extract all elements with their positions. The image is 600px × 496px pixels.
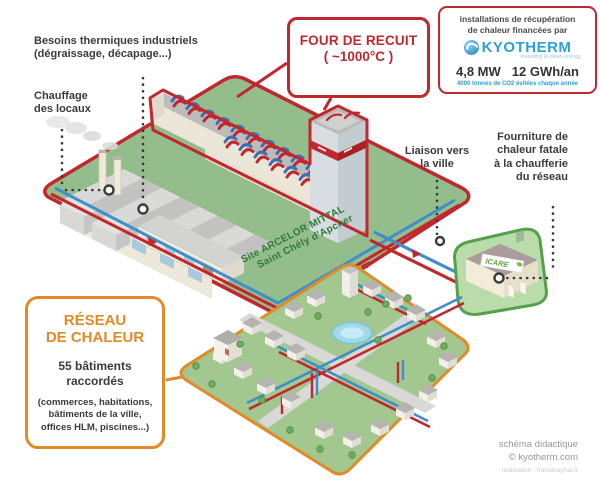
liaison-label: Liaison vers la ville xyxy=(404,145,470,171)
callout-leaders xyxy=(60,76,555,280)
city-street xyxy=(239,313,436,413)
chaufferie-sign-text: ICARE xyxy=(485,256,511,269)
leaf-icon xyxy=(516,262,523,267)
kyotherm-box: installations de récupération de chaleur… xyxy=(438,6,597,94)
kyotherm-intro: installations de récupération de chaleur… xyxy=(459,14,576,36)
credits: schéma didactique © kyotherm.com réalisa… xyxy=(420,439,578,474)
kyotherm-brand: KYOTHERM xyxy=(481,39,572,57)
reseau-connected: 55 bâtiments raccordés xyxy=(58,358,132,388)
four-subtitle: ( ~1000°C ) xyxy=(323,49,394,64)
chauffage-label: Chauffage des locaux xyxy=(34,90,91,116)
besoins-label: Besoins thermiques industriels (dégraiss… xyxy=(34,35,198,61)
reseau-de-chaleur-box: RÉSEAU DE CHALEUR 55 bâtiments raccordés… xyxy=(25,296,165,450)
furnace-tower xyxy=(310,108,366,243)
factory-site: Site ARCELOR MITTAL Saint Chély d'Apcher xyxy=(43,61,471,318)
four-de-recuit-box: FOUR DE RECUIT ( ~1000°C ) xyxy=(287,17,430,98)
credits-author: réalisation : franckraynal.fr xyxy=(501,466,578,474)
tall-building xyxy=(342,266,358,298)
reseau-connector-line xyxy=(165,375,183,382)
callout-endpoints xyxy=(103,184,505,284)
kyotherm-stats: 4,8 MW 12 GWh/an xyxy=(456,64,579,79)
fourniture-label: Fourniture de chaleur fatale à la chauff… xyxy=(494,131,568,184)
chaufferie-sign: ICARE xyxy=(480,253,525,274)
reseau-details: (commerces, habitations, bâtiments de la… xyxy=(37,396,153,433)
transfer-pipes xyxy=(369,230,471,289)
kyotherm-logo: KYOTHERM xyxy=(463,39,572,57)
kyotherm-globe-icon xyxy=(463,40,479,56)
factory-platform xyxy=(43,75,471,318)
kyotherm-co2-note: 4000 tonnes de CO2 évitées chaque année xyxy=(456,81,579,88)
furnace-building xyxy=(150,93,329,204)
stat-power: 4,8 MW xyxy=(456,64,501,80)
credits-main: schéma didactique © kyotherm.com xyxy=(498,439,578,463)
city xyxy=(179,263,470,476)
chimneys xyxy=(46,116,122,196)
reseau-title: RÉSEAU DE CHALEUR xyxy=(45,312,145,347)
kyotherm-tagline: investing in clean energy xyxy=(520,54,581,61)
furnace-callout-outline xyxy=(148,61,369,238)
four-title: FOUR DE RECUIT xyxy=(299,33,418,48)
chaufferie: ICARE xyxy=(453,227,548,316)
stat-energy: 12 GWh/an xyxy=(511,64,579,80)
